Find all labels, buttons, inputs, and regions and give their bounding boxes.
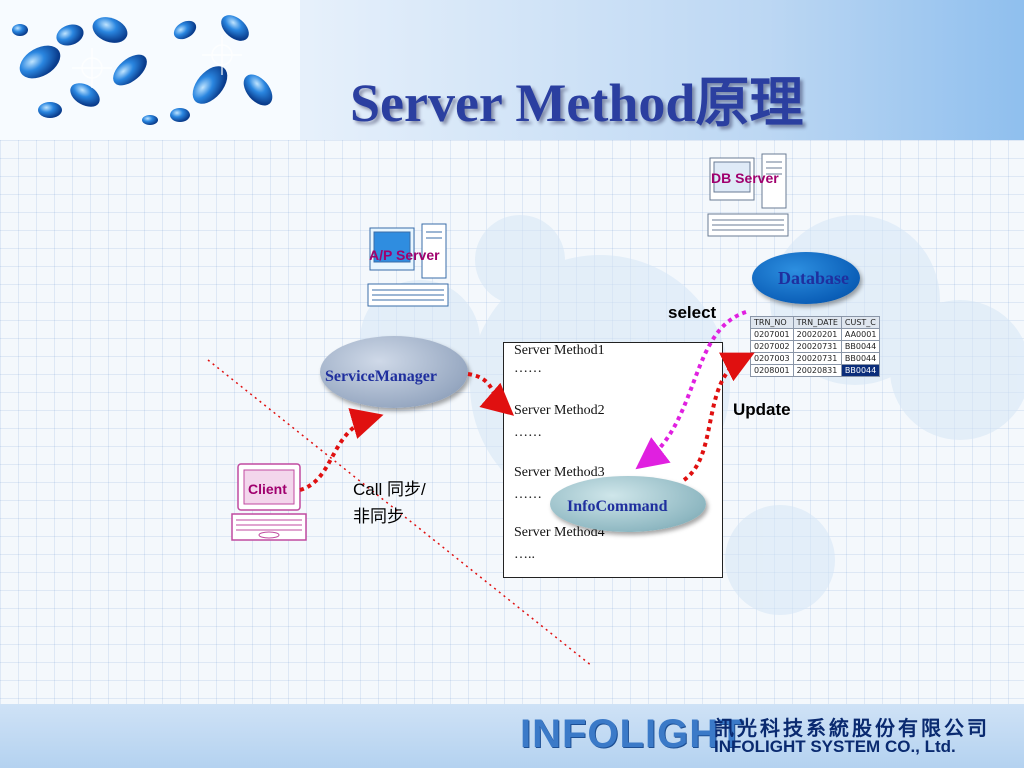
client-computer-icon: [230, 462, 310, 549]
service-manager-ellipse: [320, 336, 468, 408]
table-row: 0207003 20020731 BB0044: [750, 352, 881, 365]
table-row: 0208001 20020831 BB0044: [750, 364, 881, 377]
arrow-select: [635, 310, 747, 470]
company-name-zh: 訊光科技系統股份有限公司: [714, 718, 990, 740]
method-4-dots: …..: [514, 547, 535, 562]
table-cell: 20020831: [792, 364, 842, 377]
select-label: select: [668, 303, 717, 322]
method-1-name: Server Method1: [514, 343, 605, 358]
droplets-icon: [12, 15, 273, 125]
database-ellipse: [752, 252, 860, 304]
client-label: Client: [248, 481, 287, 497]
footer-band: [0, 704, 1024, 768]
column-header: CUST_C: [840, 316, 881, 329]
method-3-name: Server Method3: [514, 465, 605, 480]
call-label-line1: Call 同步/: [353, 480, 426, 499]
arrow-service-manager-to-methods: [467, 372, 515, 416]
ap-server-label: A/P Server: [369, 247, 440, 263]
update-label: Update: [733, 400, 791, 419]
info-command-ellipse: [550, 476, 706, 532]
call-label-line2: 非同步: [353, 507, 404, 526]
table-cell-selected: BB0044: [840, 364, 881, 377]
column-header: TRN_NO: [750, 316, 794, 329]
company-name-en: INFOLIGHT SYSTEM CO., Ltd.: [714, 737, 956, 756]
db-server-icon: [706, 152, 790, 245]
service-manager-label: ServiceManager: [325, 368, 437, 385]
method-4-name: Server Method4: [514, 525, 605, 540]
server-methods-box: Server Method1 …… Server Method2 …… Serv…: [503, 342, 723, 578]
method-2-name: Server Method2: [514, 403, 605, 418]
brand-logo-text: INFOLIGHT: [520, 712, 745, 756]
method-3-dots: ……: [514, 487, 542, 502]
column-header: TRN_DATE: [792, 316, 842, 329]
slide-title: Server Method原理: [350, 73, 804, 133]
info-command-label: InfoCommand: [567, 498, 668, 515]
decorative-logo: [0, 0, 300, 140]
ap-server-icon: [366, 222, 450, 315]
method-1-dots: ……: [514, 361, 542, 376]
db-server-label: DB Server: [711, 170, 779, 186]
arrow-update: [682, 352, 755, 482]
method-2-dots: ……: [514, 425, 542, 440]
table-header-row: TRN_NO TRN_DATE CUST_C: [750, 316, 881, 329]
arrow-client-to-service-manager: [299, 408, 384, 492]
table-row: 0207001 20020201 AA0001: [750, 328, 881, 341]
database-label: Database: [778, 268, 849, 288]
data-grid-table: TRN_NO TRN_DATE CUST_C 0207001 20020201 …: [750, 316, 881, 377]
